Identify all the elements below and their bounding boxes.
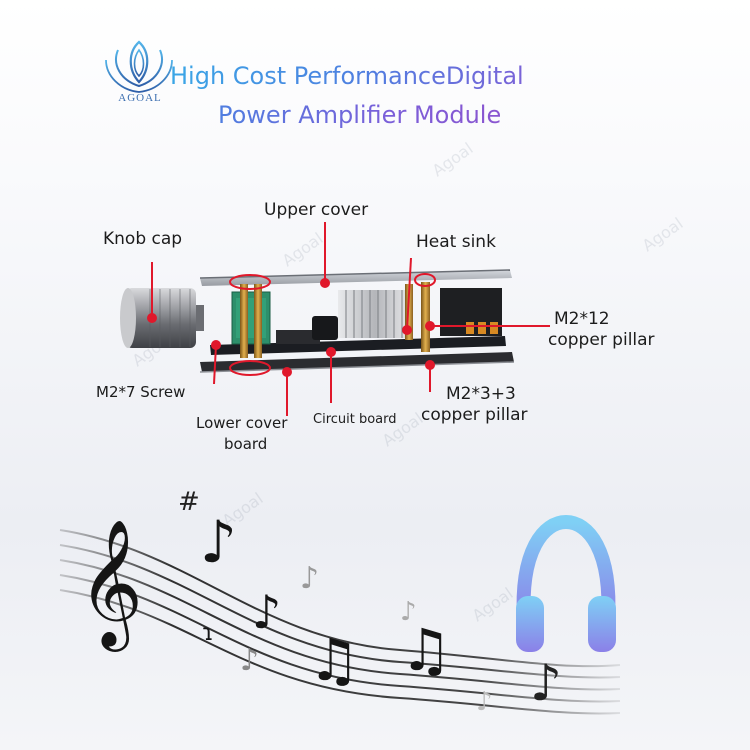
label-lower-cover-board: board (224, 435, 268, 453)
music-note-icon: ♪ (530, 654, 562, 712)
sharp-icon: # (178, 487, 200, 517)
music-note-icon: ♪ (300, 561, 319, 596)
label-heat-sink: Heat sink (416, 232, 496, 252)
callout-highlights (229, 273, 436, 376)
music-note-icon: ♫ (308, 626, 360, 694)
music-note-icon: ♪ (252, 585, 281, 639)
page-title-line2: Power Amplifier Module (218, 101, 502, 129)
label-m2-3-pillar: copper pillar (421, 405, 528, 425)
heat-sink (338, 290, 412, 338)
page-title-line1: High Cost PerformanceDigital (170, 62, 524, 90)
music-note-icon: ♪ (200, 508, 237, 576)
upper-cover (199, 269, 512, 286)
label-m2-12-pillar: copper pillar (548, 330, 655, 350)
music-note-icon: ♫ (400, 616, 452, 684)
music-note-icon: ♪ (476, 687, 493, 717)
treble-clef-icon: 𝄞 (78, 518, 143, 652)
callout-lines (147, 222, 550, 416)
label-knob-cap: Knob cap (103, 229, 183, 249)
music-note-icon: ɿ (202, 621, 214, 646)
knob-cap (120, 288, 204, 348)
agoal-logo-icon (105, 40, 173, 93)
label-m2-7-screw: M2*7 Screw (96, 383, 186, 401)
headphones-icon (516, 514, 616, 652)
music-staff (59, 529, 621, 715)
label-lower-cover: Lower cover (196, 414, 288, 432)
music-note-icon: ♪ (400, 597, 417, 627)
label-m2-3: M2*3+3 (446, 384, 516, 404)
music-decoration: 𝄞 # ♪ ♪ ♪ ɿ ♪ ♫ ♫ ♪ ♪ ♪ (59, 487, 621, 717)
lower-cover-board (199, 352, 515, 373)
music-note-icon: ♪ (240, 643, 259, 678)
label-m2-12: M2*12 (554, 309, 610, 329)
label-upper-cover: Upper cover (264, 200, 369, 220)
logo-text: AGOAL (118, 92, 162, 104)
label-circuit-board: Circuit board (313, 412, 397, 427)
